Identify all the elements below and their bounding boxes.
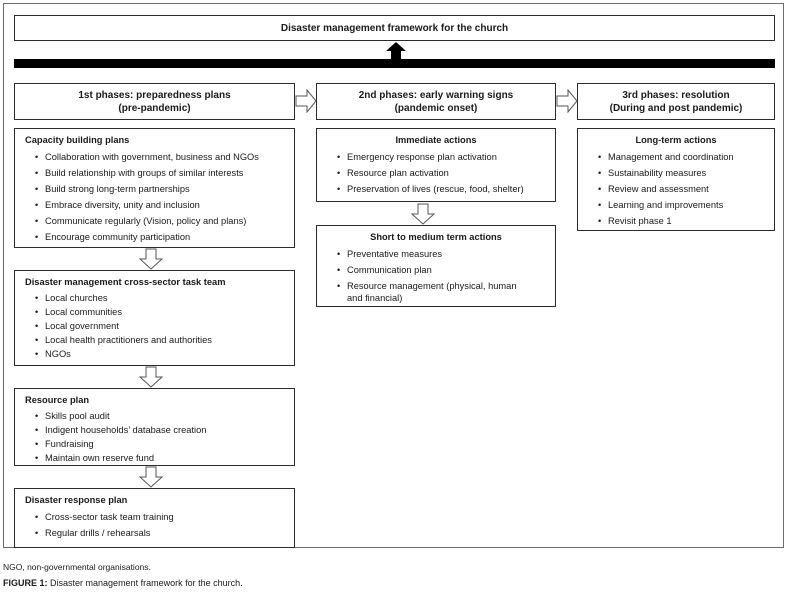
list-item: Communication plan xyxy=(337,262,555,278)
long-term-actions-box: Long-term actions Management and coordin… xyxy=(577,128,775,231)
phase-1-title: 1st phases: preparedness plans xyxy=(78,89,231,101)
resource-plan-heading: Resource plan xyxy=(25,395,90,405)
list-item: Management and coordination xyxy=(598,149,774,165)
right-arrow-icon xyxy=(295,89,317,113)
phase-2-header: 2nd phases: early warning signs (pandemi… xyxy=(316,83,556,120)
phase-3-header: 3rd phases: resolution (During and post … xyxy=(577,83,775,120)
immediate-actions-box: Immediate actions Emergency response pla… xyxy=(316,128,556,202)
task-team-heading: Disaster management cross-sector task te… xyxy=(25,277,226,287)
figure-caption: FIGURE 1: Disaster management framework … xyxy=(3,578,243,588)
list-item: Build relationship with groups of simila… xyxy=(35,165,294,181)
list-item: Preventative measures xyxy=(337,246,555,262)
list-item: Local government xyxy=(35,319,294,333)
list-item: Preservation of lives (rescue, food, she… xyxy=(337,181,555,197)
list-item: Build strong long-term partnerships xyxy=(35,181,294,197)
resource-plan-box: Resource plan Skills pool audit Indigent… xyxy=(14,388,295,466)
capacity-heading: Capacity building plans xyxy=(25,135,130,145)
list-item: Communicate regularly (Vision, policy an… xyxy=(35,213,294,229)
list-item: Fundraising xyxy=(35,437,294,451)
figure-label: FIGURE 1: xyxy=(3,578,48,588)
phase-2-title: 2nd phases: early warning signs xyxy=(358,89,514,101)
framework-title: Disaster management framework for the ch… xyxy=(14,15,775,41)
short-medium-heading: Short to medium term actions xyxy=(370,232,502,242)
list-item: Emergency response plan activation xyxy=(337,149,555,165)
list-item: Encourage community participation xyxy=(35,229,294,245)
list-item: Resource management (physical, human and… xyxy=(337,280,517,304)
list-item: Local churches xyxy=(35,291,294,305)
list-item: Skills pool audit xyxy=(35,409,294,423)
phase-1-header: 1st phases: preparedness plans (pre-pand… xyxy=(14,83,295,120)
down-arrow-icon xyxy=(139,466,163,488)
phase-2-subtitle: (pandemic onset) xyxy=(394,102,478,114)
list-item: Resource plan activation xyxy=(337,165,555,181)
list-item: Learning and improvements xyxy=(598,197,774,213)
phase-3-subtitle: (During and post pandemic) xyxy=(609,102,743,114)
list-item: Local health practitioners and authoriti… xyxy=(35,333,294,347)
figure-frame xyxy=(3,3,784,548)
down-arrow-icon xyxy=(139,248,163,270)
down-arrow-icon xyxy=(139,366,163,388)
list-item: Cross-sector task team training xyxy=(35,509,294,525)
list-item: NGOs xyxy=(35,347,294,361)
immediate-actions-heading: Immediate actions xyxy=(395,135,477,145)
list-item: Collaboration with government, business … xyxy=(35,149,294,165)
list-item: Sustainability measures xyxy=(598,165,774,181)
list-item: Regular drills / rehearsals xyxy=(35,525,294,541)
long-term-heading: Long-term actions xyxy=(635,135,717,145)
list-item: Local communities xyxy=(35,305,294,319)
list-item: Maintain own reserve fund xyxy=(35,451,294,465)
right-arrow-icon xyxy=(556,89,578,113)
footnote: NGO, non-governmental organisations. xyxy=(3,562,151,572)
disaster-response-heading: Disaster response plan xyxy=(25,495,128,505)
foundation-bar xyxy=(14,59,775,68)
phase-1-subtitle: (pre-pandemic) xyxy=(118,102,191,114)
figure-text: Disaster management framework for the ch… xyxy=(50,578,243,588)
task-team-box: Disaster management cross-sector task te… xyxy=(14,270,295,366)
down-arrow-icon xyxy=(411,203,435,225)
disaster-response-box: Disaster response plan Cross-sector task… xyxy=(14,488,295,548)
up-arrow-icon xyxy=(386,42,406,60)
list-item: Revisit phase 1 xyxy=(598,213,774,229)
list-item: Indigent households’ database creation xyxy=(35,423,294,437)
list-item: Review and assessment xyxy=(598,181,774,197)
capacity-building-box: Capacity building plans Collaboration wi… xyxy=(14,128,295,248)
short-medium-actions-box: Short to medium term actions Preventativ… xyxy=(316,225,556,307)
phase-3-title: 3rd phases: resolution xyxy=(622,89,730,101)
list-item: Embrace diversity, unity and inclusion xyxy=(35,197,294,213)
